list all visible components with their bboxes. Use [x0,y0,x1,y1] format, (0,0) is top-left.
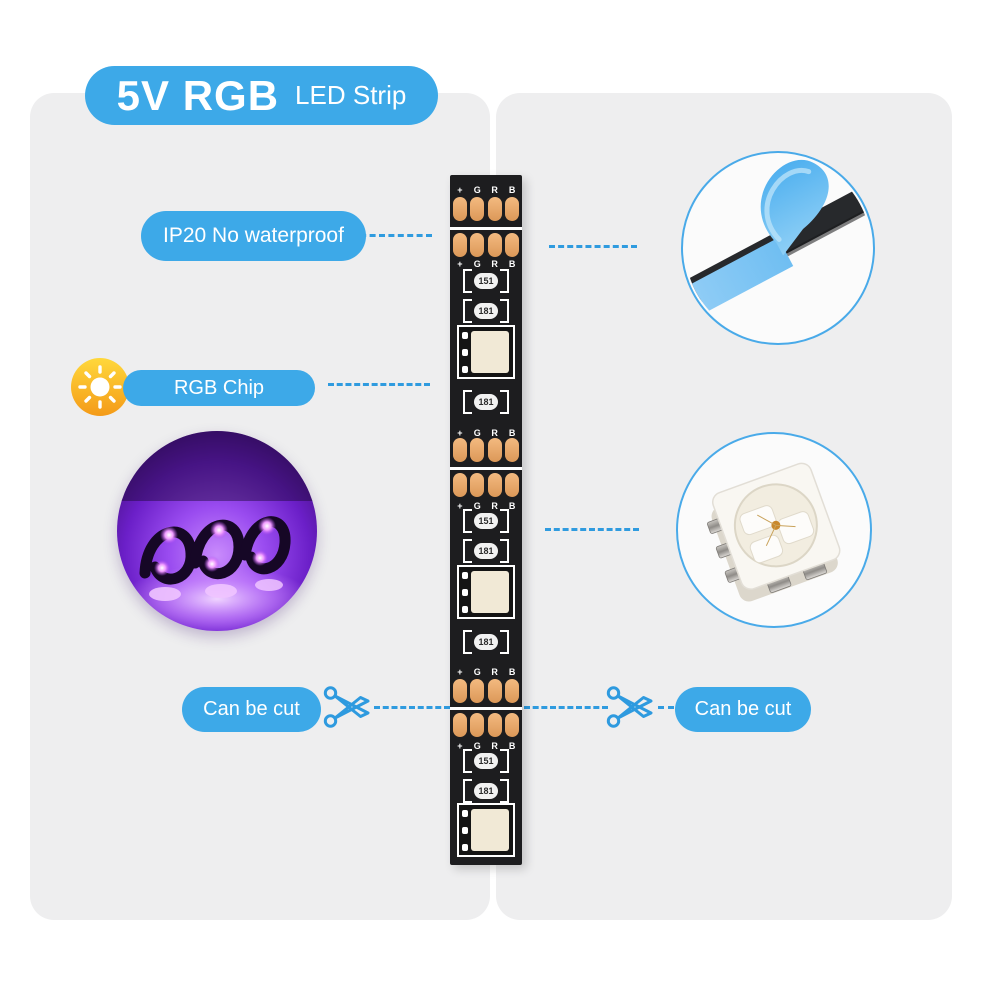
resistor: 181 [463,630,509,654]
resistor: 181 [463,299,509,323]
banner-title: 5V RGB [116,71,280,119]
sun-icon [71,358,129,416]
banner-subtitle: LED Strip [295,80,407,110]
purple-led-coil-photo [117,431,317,631]
solder-pads-row [450,679,522,703]
led-chip [457,565,515,619]
connector-dash-cut-left [374,706,450,709]
label-can-be-cut-right: Can be cut [675,687,811,732]
title-banner: 5V RGB LED Strip [85,66,438,125]
connector-dash-smd-chip [545,528,639,531]
resistor: 181 [463,539,509,563]
connector-dash-cut-right-tail [658,706,674,709]
connector-dash-rgb-chip [328,383,430,386]
resistor: 151 [463,749,509,773]
solder-pads-row [450,197,522,221]
resistor: 151 [463,269,509,293]
smd-5050-led-illustration [676,432,872,628]
connector-dash-cut-right [524,706,608,709]
connector-dash-ip20 [332,234,432,237]
label-ip20: IP20 No waterproof [141,211,366,261]
adhesive-tape-illustration [681,151,875,345]
solder-pads-row [450,233,522,257]
cut-line [450,227,522,230]
scissors-icon [606,686,653,728]
connector-dash-tape [549,245,637,248]
led-chip [457,325,515,379]
led-chip [457,803,515,857]
resistor: 151 [463,509,509,533]
resistor: 181 [463,390,509,414]
cut-line [450,467,522,470]
resistor: 181 [463,779,509,803]
solder-pads-row [450,713,522,737]
label-rgb-chip: RGB Chip [123,370,315,406]
solder-pads-row [450,438,522,462]
cut-line [450,707,522,710]
label-can-be-cut-left: Can be cut [182,687,321,732]
scissors-icon [323,686,370,728]
solder-pads-row [450,473,522,497]
